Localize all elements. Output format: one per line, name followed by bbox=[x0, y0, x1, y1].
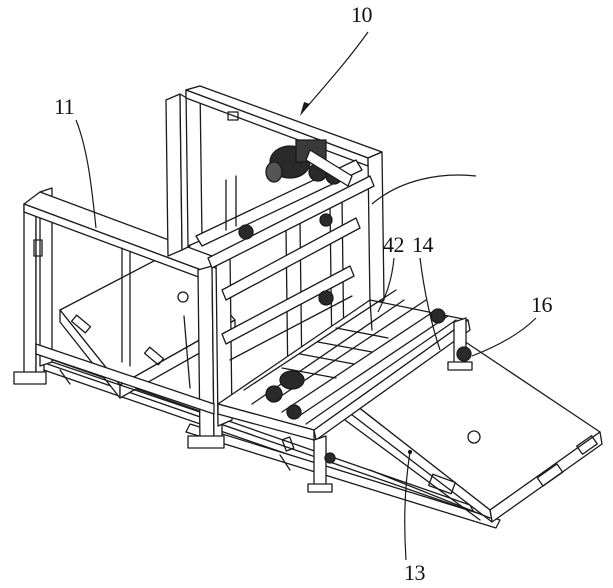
leader-11 bbox=[75, 119, 97, 229]
reference-label-42: 42 bbox=[383, 232, 405, 257]
reference-label-14: 14 bbox=[412, 232, 434, 257]
leader-lines bbox=[75, 31, 537, 561]
reference-label-10: 10 bbox=[351, 2, 373, 27]
leader-16 bbox=[471, 317, 537, 357]
center-frame bbox=[165, 85, 385, 427]
leader-13 bbox=[404, 451, 411, 561]
leader-unnamed bbox=[371, 174, 477, 205]
conveyor bbox=[217, 289, 473, 493]
motor-assembly bbox=[238, 139, 353, 306]
leader-42 bbox=[377, 257, 395, 313]
left-frame bbox=[13, 187, 229, 449]
arrowhead-10 bbox=[300, 102, 310, 116]
reference-label-13: 13 bbox=[404, 560, 426, 585]
reference-label-11: 11 bbox=[54, 94, 75, 119]
leader-14 bbox=[419, 257, 441, 351]
leader-10 bbox=[305, 31, 369, 109]
reference-label-16: 16 bbox=[531, 292, 553, 317]
